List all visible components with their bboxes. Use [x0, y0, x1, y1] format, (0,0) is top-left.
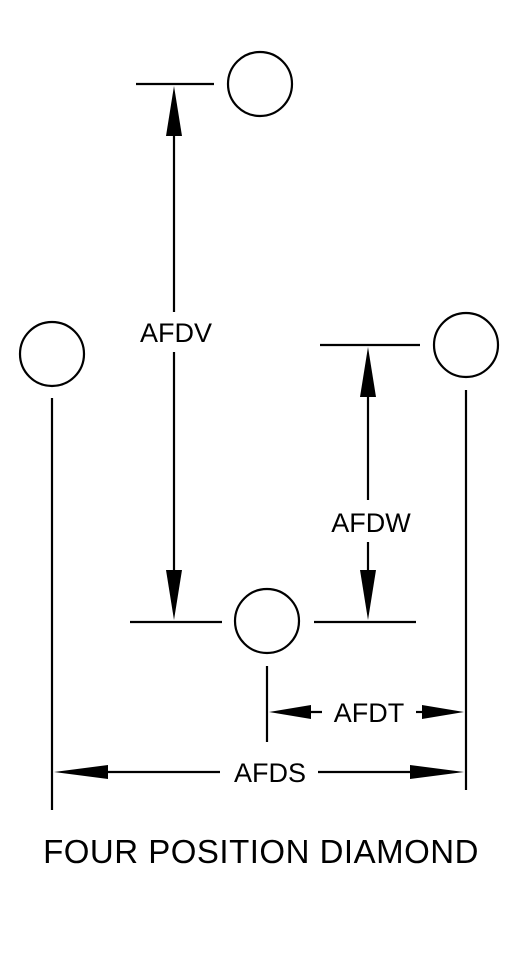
dimension-afds: AFDS — [54, 758, 464, 788]
afdt-label: AFDT — [334, 698, 405, 728]
afdv-label: AFDV — [140, 318, 212, 348]
diagram-title: FOUR POSITION DIAMOND — [43, 833, 479, 870]
afdw-arrowhead-down — [360, 570, 376, 620]
afds-arrowhead-right — [410, 765, 464, 779]
dimension-afdt: AFDT — [269, 698, 464, 728]
afdw-label: AFDW — [331, 508, 411, 538]
afds-arrowhead-left — [54, 765, 108, 779]
afdv-arrowhead-down — [166, 570, 182, 620]
afdv-arrowhead-up — [166, 86, 182, 136]
hole-bottom — [233, 587, 301, 655]
hole-top — [226, 50, 294, 118]
afdt-arrowhead-left — [269, 705, 311, 719]
hole-right — [432, 311, 500, 379]
dimension-afdw: AFDW — [331, 347, 411, 620]
dimension-afdv: AFDV — [140, 86, 212, 620]
afds-label: AFDS — [234, 758, 306, 788]
afdw-arrowhead-up — [360, 347, 376, 397]
afdt-arrowhead-right — [422, 705, 464, 719]
hole-left — [18, 320, 86, 388]
